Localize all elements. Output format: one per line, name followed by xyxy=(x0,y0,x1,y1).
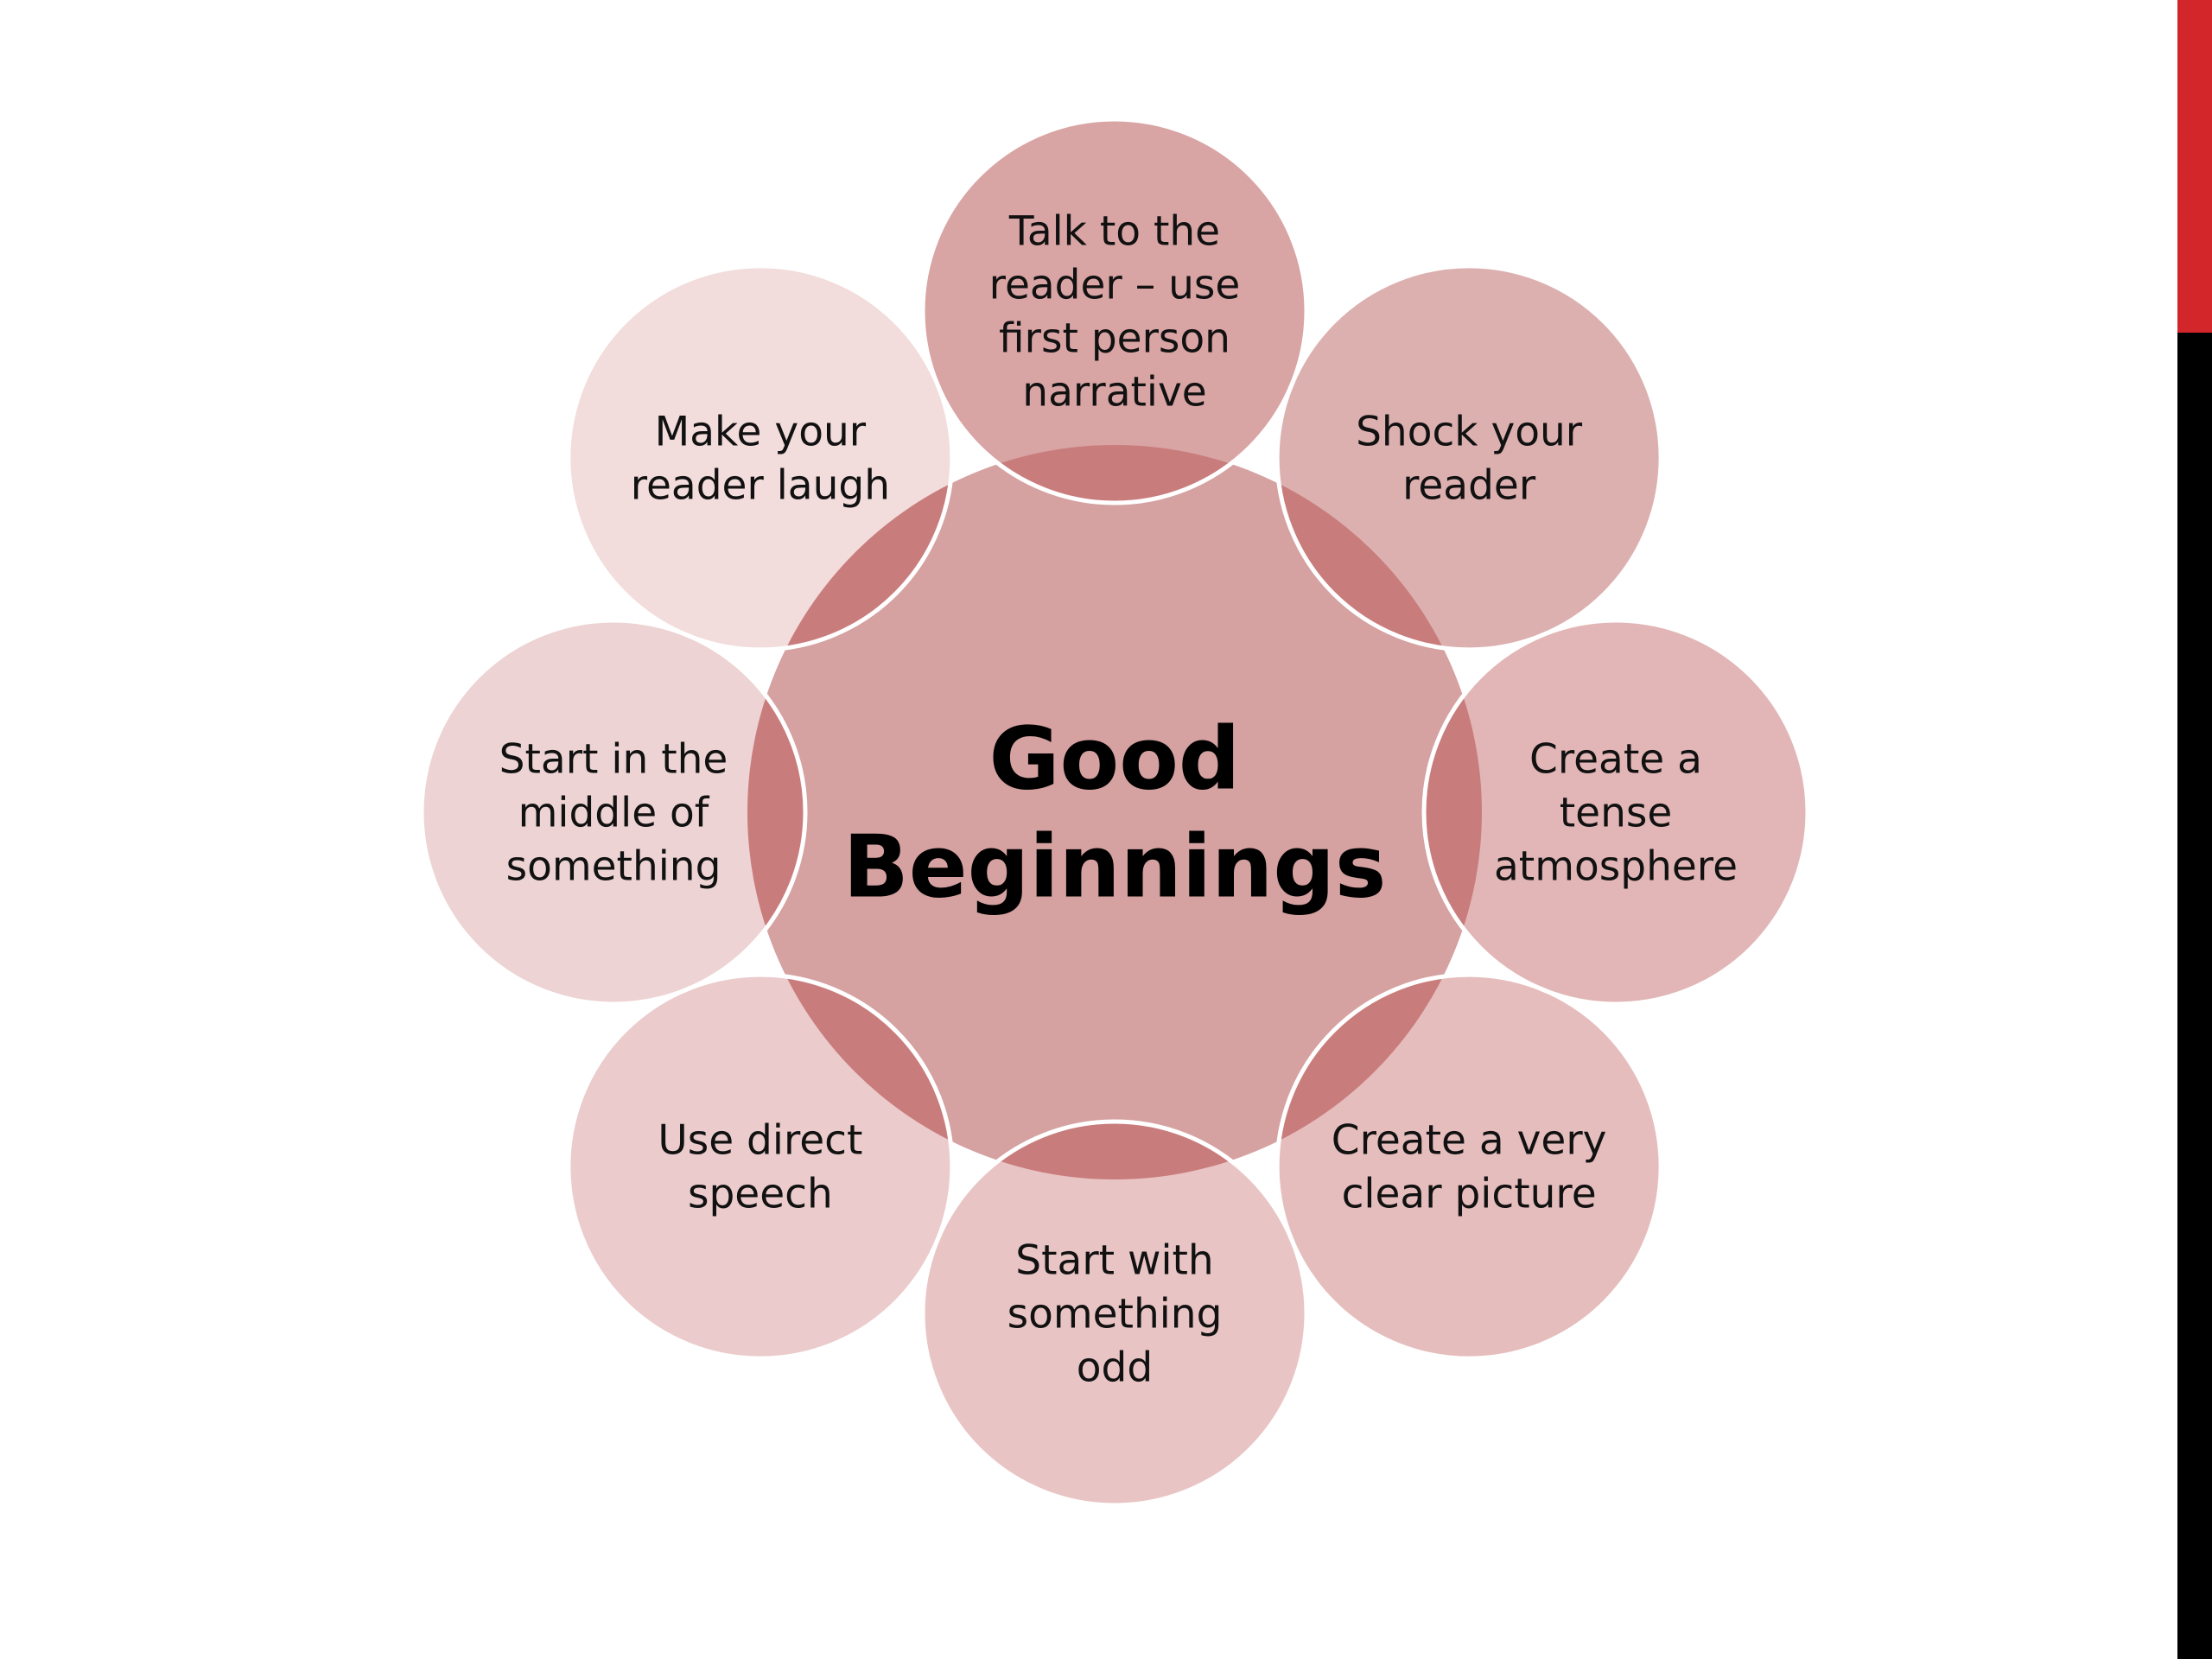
petal-label-line: reader – use xyxy=(989,261,1241,308)
petal-label-line: Talk to the xyxy=(1008,207,1220,255)
petal-label-line: Shock your xyxy=(1356,408,1583,455)
center-circle xyxy=(747,445,1482,1179)
center-title-line: Good xyxy=(988,709,1240,810)
petal-label-line: reader laugh xyxy=(631,461,890,509)
petal-label-line: something xyxy=(1007,1290,1223,1338)
petal-label-direct-speech: Use direct speech xyxy=(658,1117,862,1218)
petal-outline-clear-picture xyxy=(1274,972,1663,1361)
side-bar-red xyxy=(2177,0,2212,333)
petal-label-line: Use direct xyxy=(658,1117,862,1165)
center-group xyxy=(747,445,1482,1179)
petal-label-middle-of-something: Start in the middle of something xyxy=(499,735,728,890)
petal-outline-reader-laugh xyxy=(566,264,955,652)
petal-label-line: clear picture xyxy=(1342,1171,1597,1218)
petal-label-tense-atmosphere: Create a tense atmosphere xyxy=(1494,735,1738,890)
petal-label-line: middle of xyxy=(518,789,710,836)
petal-label-line: Start in the xyxy=(499,735,728,783)
petal-label-line: narrative xyxy=(1022,368,1206,416)
center-title-line: Beginnings xyxy=(843,817,1387,918)
petal-label-talk-to-reader: Talk to the reader – use first person narra… xyxy=(989,207,1241,416)
petal-label-line: Start with xyxy=(1015,1236,1213,1284)
petal-outline-shock-reader xyxy=(1274,264,1663,652)
petal-outline-something-odd xyxy=(920,1119,1309,1508)
petal-circle-something-odd xyxy=(923,1122,1306,1505)
petal-label-clear-picture: Create a very clear picture xyxy=(1332,1117,1607,1218)
outline-group xyxy=(419,117,1810,1508)
petal-label-line: atmosphere xyxy=(1494,842,1738,890)
petal-label-line: Create a xyxy=(1529,735,1702,783)
petal-label-reader-laugh: Make your reader laugh xyxy=(631,408,890,509)
petal-label-line: speech xyxy=(688,1171,833,1218)
petal-label-shock-reader: Shock your reader xyxy=(1356,408,1583,509)
petal-circle-middle-of-something xyxy=(422,620,805,1004)
petal-label-line: something xyxy=(506,842,721,890)
petal-outline-tense-atmosphere xyxy=(1421,618,1810,1007)
petal-label-something-odd: Start with something odd xyxy=(1007,1236,1223,1391)
petal-label-line: reader xyxy=(1402,461,1536,509)
petal-outline-talk-to-reader xyxy=(920,117,1309,505)
petal-circle-tense-atmosphere xyxy=(1424,620,1808,1004)
petal-label-line: first person xyxy=(999,315,1230,362)
petal-label-line: Create a very xyxy=(1332,1117,1607,1165)
petal-label-line: tense xyxy=(1560,789,1673,836)
petal-outline-middle-of-something xyxy=(419,618,808,1007)
petal-outline-direct-speech xyxy=(566,972,955,1361)
petal-label-line: odd xyxy=(1077,1344,1153,1391)
petal-circle-talk-to-reader xyxy=(923,119,1306,503)
petal-label-line: Make your xyxy=(655,408,867,455)
text-group: Talk to the reader – use first person narra… xyxy=(499,207,1738,1391)
